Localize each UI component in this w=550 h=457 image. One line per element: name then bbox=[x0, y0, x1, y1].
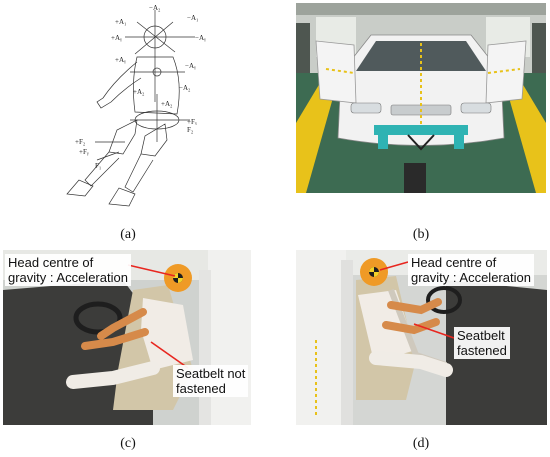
label-top: −A₂ bbox=[149, 4, 161, 12]
head-cog-label-c: Head centre of gravity : Acceleration bbox=[5, 254, 131, 286]
label-low: F₁ bbox=[95, 162, 101, 170]
label-fx: +Fₓ bbox=[187, 118, 198, 126]
label-mid-right: −A₂ bbox=[179, 84, 191, 92]
seatbelt-label-c: Seatbelt not fastened bbox=[173, 365, 249, 397]
label-mid-left: +A₂ bbox=[133, 88, 145, 96]
panel-c-dummy-unbelted: Head centre of gravity : Acceleration Se… bbox=[3, 250, 251, 425]
label-left-chest: +Aᵧ bbox=[115, 56, 126, 64]
label-right-chest: −Aᵧ bbox=[185, 62, 196, 70]
caption-a: (a) bbox=[120, 227, 136, 242]
car-sled-image bbox=[296, 3, 546, 193]
label-right-upper: −A₁ bbox=[187, 14, 198, 22]
dummy-axes-figure: −A₂ −A₁ +A₁ −Aᵧ +Aᵧ +Aᵧ −Aᵧ +A₂ −A₂ +A₂ … bbox=[66, 4, 206, 207]
label-fz-right: F₂ bbox=[187, 126, 194, 134]
label-fz-left: +F₂ bbox=[75, 138, 86, 146]
label-fy: +Fᵧ bbox=[79, 148, 89, 156]
panel-a-dummy-diagram: −A₂ −A₁ +A₁ −Aᵧ +Aᵧ +Aᵧ −Aᵧ +A₂ −A₂ +A₂ … bbox=[45, 2, 220, 212]
label-pelvis: +A₂ bbox=[161, 100, 173, 108]
label-left-head: +Aᵧ bbox=[111, 34, 122, 42]
seatbelt-label-d: Seatbelt fastened bbox=[454, 327, 510, 359]
panel-d-dummy-belted: Head centre of gravity : Acceleration Se… bbox=[296, 250, 547, 425]
panel-b-car-photo bbox=[296, 3, 546, 193]
head-cog-label-d: Head centre of gravity : Acceleration bbox=[408, 254, 534, 286]
caption-c: (c) bbox=[120, 436, 136, 451]
label-left-upper: +A₁ bbox=[115, 18, 126, 26]
label-right-head: −Aᵧ bbox=[195, 34, 206, 42]
caption-b: (b) bbox=[412, 227, 430, 242]
caption-d: (d) bbox=[412, 436, 430, 451]
